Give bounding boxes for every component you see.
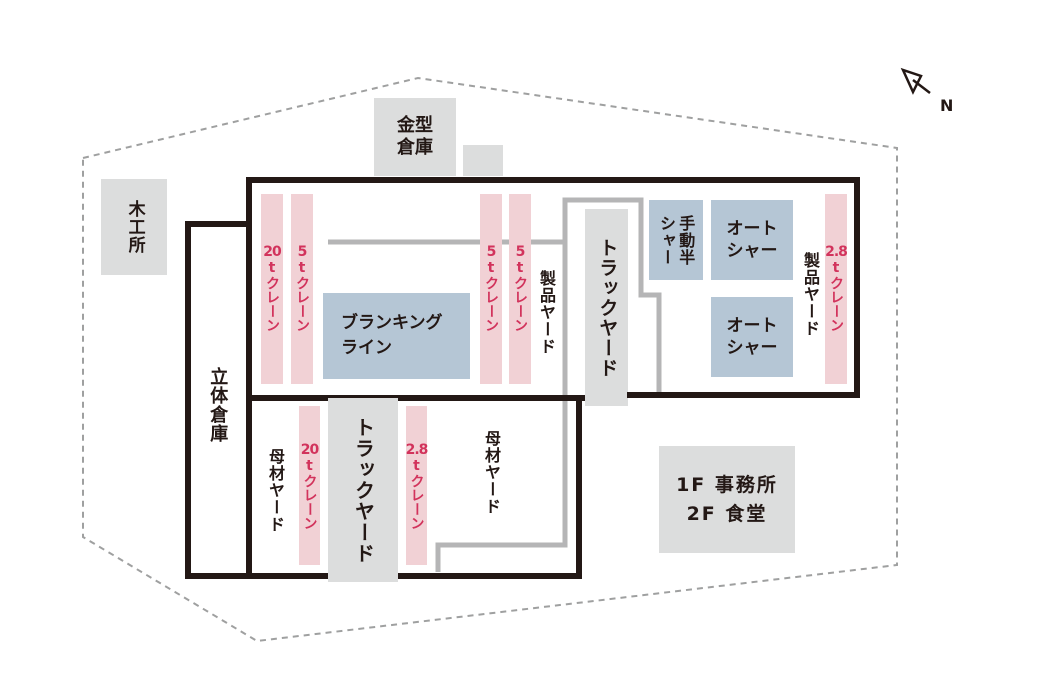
product-yard-left: 製品ヤード <box>533 258 559 366</box>
product-yard-label: 製品ヤード <box>537 269 556 355</box>
blanking-line-label-1: ブランキング <box>341 313 443 334</box>
crane-label: クレーン <box>294 276 311 333</box>
passage-line-right <box>562 197 662 396</box>
crane-5t-b: 5 t クレーン <box>480 194 502 384</box>
truck-yard-lower: トラックヤード <box>328 398 398 582</box>
material-yard-right: 母材ヤード <box>478 422 504 522</box>
auto-shear-label-2: シャー <box>726 338 778 358</box>
office-line2: 2F 食堂 <box>686 502 768 525</box>
crane-label: クレーン <box>301 474 318 531</box>
north-arrow-icon <box>900 67 931 95</box>
manual-shear-label: 手動半シャー <box>657 215 695 266</box>
crane-unit: t <box>298 260 306 277</box>
crane-capacity: 2.8 <box>405 442 429 458</box>
crane-unit: t <box>306 458 313 475</box>
blanking-line: ブランキング ライン <box>323 293 470 379</box>
passage-line-lower <box>435 242 568 572</box>
crane-label: クレーン <box>408 474 425 531</box>
woodshop-label: 木工所 <box>124 200 145 254</box>
crane-capacity: 20 <box>263 244 282 260</box>
crane-unit: t <box>413 458 420 475</box>
truck-yard-label: トラックヤード <box>596 237 619 378</box>
crane-capacity: 5 <box>515 244 526 260</box>
manual-half-shear: 手動半シャー <box>649 200 703 280</box>
crane-label: クレーン <box>483 276 500 333</box>
auto-shear-label-1: オート <box>726 315 778 336</box>
auto-shear-label-1: オート <box>726 218 778 239</box>
woodshop: 木工所 <box>101 179 167 275</box>
manual-shear-line2: シャー <box>657 214 676 266</box>
crane-label: クレーン <box>828 276 845 333</box>
mold-warehouse: 金型倉庫 <box>374 98 456 176</box>
auto-shear-2: オート シャー <box>711 297 793 377</box>
crane-capacity: 5 <box>486 244 497 260</box>
crane-5t-a: 5 t クレーン <box>291 194 313 384</box>
product-yard-label: 製品ヤード <box>801 251 820 337</box>
crane-2-8t-upper: 2.8 t クレーン <box>825 194 848 384</box>
site-boundary <box>82 76 898 643</box>
crane-label: クレーン <box>264 276 281 333</box>
automated-warehouse-label-wrap: 立体倉庫 <box>191 350 243 460</box>
crane-capacity: 20 <box>300 442 320 458</box>
crane-capacity: 2.8 <box>825 244 848 260</box>
material-yard-label: 母材ヤード <box>266 447 285 533</box>
crane-unit: t <box>487 260 495 277</box>
truck-yard-upper: トラックヤード <box>585 209 628 406</box>
crane-capacity: 5 <box>297 244 308 260</box>
crane-20t-upper: 20 t クレーン <box>261 194 283 384</box>
material-yard-label: 母材ヤード <box>482 429 501 515</box>
crane-5t-c: 5 t クレーン <box>509 194 531 384</box>
blanking-line-label-2: ライン <box>341 338 392 358</box>
lower-factory-outline <box>246 395 582 579</box>
truck-yard-label: トラックヤード <box>351 416 376 564</box>
north-label: N <box>940 96 954 115</box>
crane-label: クレーン <box>512 276 529 333</box>
manual-shear-line1: 手動半 <box>676 214 696 266</box>
main-factory-bottom-right <box>627 392 860 398</box>
auto-shear-1: オート シャー <box>711 200 793 280</box>
crane-20t-lower: 20 t クレーン <box>299 406 320 565</box>
office-line1: 1F 事務所 <box>676 474 778 496</box>
product-yard-right: 製品ヤード <box>797 240 823 348</box>
office-building: 1F 事務所 2F 食堂 <box>659 446 795 553</box>
automated-warehouse-label: 立体倉庫 <box>207 367 229 443</box>
crane-unit: t <box>268 260 276 277</box>
crane-unit: t <box>516 260 524 277</box>
crane-2-8t-lower: 2.8 t クレーン <box>405 406 429 565</box>
crane-unit: t <box>832 260 840 277</box>
annex-building <box>463 145 503 176</box>
material-yard-left: 母材ヤード <box>262 440 288 540</box>
auto-shear-label-2: シャー <box>726 241 778 261</box>
mold-warehouse-label: 金型倉庫 <box>397 114 433 159</box>
